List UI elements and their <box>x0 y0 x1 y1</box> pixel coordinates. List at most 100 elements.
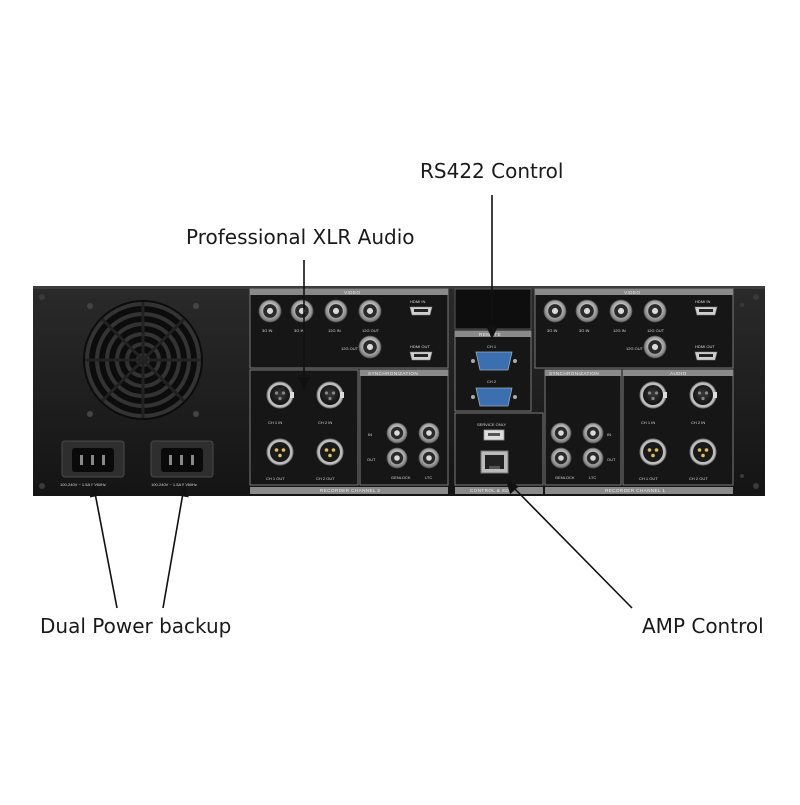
right-sync-out-label: OUT <box>607 457 616 462</box>
right-xlr-ch1-in-label: CH 1 IN <box>641 420 655 425</box>
left-video-bnc-4-label: 12G OUT <box>362 328 380 333</box>
right-hdmi-out-label: HDMI OUT <box>695 344 715 349</box>
left-video-bnc-3-label: 12G IN <box>328 328 341 333</box>
power-arrowhead-1 <box>89 483 102 498</box>
left-hdmi-out-port <box>409 351 433 361</box>
left-xlr-ch1-in <box>266 381 294 409</box>
amp-callout: AMP Control <box>642 614 764 638</box>
right-xlr-ch2-in-label: CH 2 IN <box>691 420 705 425</box>
right-video-bnc-2 <box>575 299 599 323</box>
rs422-ch2-label: CH 2 <box>487 379 497 384</box>
left-hdmi-in-port <box>409 306 433 316</box>
callout-arrowheads <box>89 326 519 498</box>
left-xlr-ch2-in <box>316 381 344 409</box>
service-panel <box>454 412 544 486</box>
right-video-bnc-4 <box>643 299 667 323</box>
rs422-arrowhead <box>486 326 498 339</box>
chassis-screws <box>39 294 759 489</box>
right-hdmi-out-port <box>694 351 718 361</box>
left-sync-out-label: OUT <box>367 457 376 462</box>
sync-left-label: SYNCHRONIZATION <box>368 371 418 376</box>
remote-label: REMOTE <box>479 332 501 337</box>
right-genlock-label: GENLOCK <box>555 475 575 480</box>
left-genlock-out-bnc <box>386 447 408 469</box>
service-label: SERVICE ONLY <box>477 422 507 427</box>
rs422-ch1-label: CH 1 <box>487 344 497 349</box>
left-sync-in-label: IN <box>368 432 372 437</box>
left-hdmi-in-label: HDMI IN <box>410 299 425 304</box>
right-ltc-out-bnc <box>582 447 604 469</box>
left-video-bnc-2-label: 3G IN <box>294 328 305 333</box>
right-video-bnc-3 <box>609 299 633 323</box>
right-genlock-in-bnc <box>550 422 572 444</box>
control-sdi-label: CONTROL & SDI <box>470 488 511 493</box>
right-xlr-ch2-out-label: CH 2 OUT <box>689 476 708 481</box>
video-right-label: VIDEO <box>624 290 640 295</box>
remote-top-blank <box>454 288 532 330</box>
left-xlr-ch2-out-label: CH 2 OUT <box>316 476 335 481</box>
power-rating-2: 100-240V ~ 1.5A 50/60Hz <box>151 482 197 487</box>
right-video-bnc-4-label: 12G OUT <box>647 328 665 333</box>
left-video-bnc-5 <box>358 335 382 359</box>
recorder-ch2-label: RECORDER CHANNEL 2 <box>320 488 380 493</box>
ethernet-port <box>480 450 509 474</box>
right-xlr-ch2-out <box>689 438 717 466</box>
left-video-bnc-2 <box>290 299 314 323</box>
right-ltc-in-bnc <box>582 422 604 444</box>
recorder-ch1-label: RECORDER CHANNEL 1 <box>605 488 665 493</box>
power-pointer-line-2 <box>162 492 184 609</box>
amp-arrowhead <box>506 480 519 495</box>
power-inlet-2 <box>150 440 214 478</box>
left-xlr-ch2-out <box>316 438 344 466</box>
right-hdmi-in-label: HDMI IN <box>695 299 710 304</box>
audio-right-panel <box>622 369 734 486</box>
right-video-bnc-5 <box>643 335 667 359</box>
power-rating-1: 100-240V ~ 1.5A 50/60Hz <box>60 482 106 487</box>
xlr-arrowhead <box>298 377 310 390</box>
left-video-bnc-1-label: 3G IN <box>262 328 273 333</box>
right-video-bnc-3-label: 12G IN <box>613 328 626 333</box>
left-ltc-out-bnc <box>418 447 440 469</box>
left-xlr-ch1-out <box>266 438 294 466</box>
chassis-top-edge <box>33 286 765 289</box>
left-xlr-ch1-out-label: CH 1 OUT <box>266 476 285 481</box>
audio-right-label: AUDIO <box>670 371 687 376</box>
amp-pointer-line <box>512 486 633 609</box>
left-ltc-in-bnc <box>418 422 440 444</box>
right-xlr-ch1-out-label: CH 1 OUT <box>639 476 658 481</box>
left-video-bnc-4 <box>358 299 382 323</box>
callout-lines <box>94 195 633 609</box>
power-callout: Dual Power backup <box>40 614 232 638</box>
left-hdmi-out-label: HDMI OUT <box>410 344 430 349</box>
rs422-port-ch2 <box>471 387 517 407</box>
power-pointer-line-1 <box>94 492 118 609</box>
power-inlet-1 <box>61 440 125 478</box>
right-video-bnc-5-label: 12G OUT <box>626 346 644 351</box>
right-genlock-out-bnc <box>550 447 572 469</box>
right-hdmi-in-port <box>694 306 718 316</box>
right-xlr-ch1-out <box>639 438 667 466</box>
sync-right-label: SYNCHRONIZATION <box>549 371 599 376</box>
right-video-bnc-1-label: 3G IN <box>547 328 558 333</box>
rs422-port-ch1 <box>471 351 517 371</box>
left-xlr-ch2-in-label: CH 2 IN <box>318 420 332 425</box>
video-left-label: VIDEO <box>344 290 360 295</box>
fan-grille <box>83 300 203 420</box>
left-genlock-label: GENLOCK <box>391 475 411 480</box>
right-xlr-ch2-in <box>689 381 717 409</box>
right-xlr-ch1-in <box>639 381 667 409</box>
left-video-bnc-1 <box>258 299 282 323</box>
left-genlock-in-bnc <box>386 422 408 444</box>
xlr-callout: Professional XLR Audio <box>186 225 415 249</box>
left-video-bnc-5-label: 12G OUT <box>341 346 359 351</box>
right-sync-in-label: IN <box>607 432 611 437</box>
right-video-bnc-1 <box>543 299 567 323</box>
left-video-bnc-3 <box>324 299 348 323</box>
left-xlr-ch1-in-label: CH 1 IN <box>268 420 282 425</box>
rs422-callout: RS422 Control <box>420 159 564 183</box>
power-arrowhead-2 <box>177 483 189 498</box>
right-ltc-label: LTC <box>589 475 596 480</box>
left-ltc-label: LTC <box>425 475 432 480</box>
